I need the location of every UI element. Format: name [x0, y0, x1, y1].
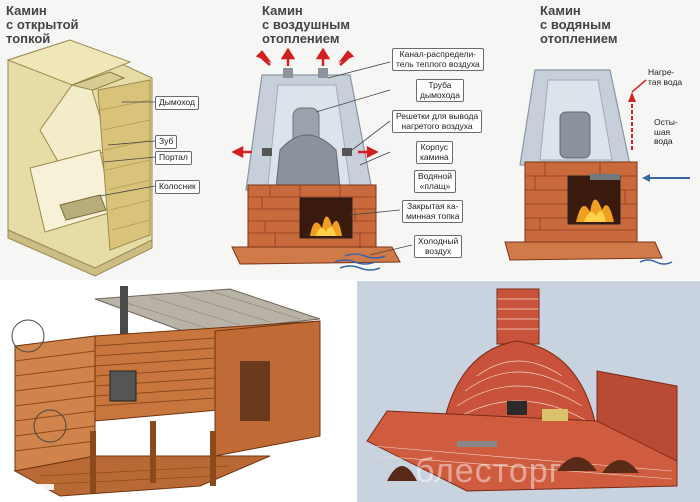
- label-zakrytaya-topka: Закрытая ка- минная топка: [402, 200, 464, 223]
- watermark-mark: [14, 484, 54, 490]
- label-kholodny-vozdukh: Холодный воздух: [414, 235, 463, 258]
- title-open-fireplace: Камин с открытой топкой: [6, 3, 79, 46]
- label-ostyvshaya-voda: Осты- шая вода: [654, 117, 678, 146]
- fireplace-diagram-illustration: [6, 39, 690, 277]
- label-kolosnik: Колосник: [155, 180, 200, 194]
- label-kanal: Канал-распредели- тель теплого воздуха: [392, 48, 484, 71]
- air-fireplace-illustration: [231, 68, 401, 265]
- open-fireplace-illustration: [6, 39, 153, 277]
- label-zub: Зуб: [155, 135, 178, 149]
- label-truba: Труба дымохода: [416, 79, 464, 102]
- brick-stove-render: блесторг: [357, 281, 700, 502]
- label-plashch: Водяной «плащ»: [414, 170, 456, 193]
- water-fireplace-illustration: [504, 69, 663, 261]
- label-dymokhod: Дымоход: [155, 96, 199, 110]
- title-air-fireplace: Камин с воздушным отоплением: [262, 3, 350, 46]
- label-reshetki: Решетки для вывода нагретого воздуха: [392, 110, 483, 133]
- label-nagretaya-voda: Нагре- тая вода: [648, 67, 683, 87]
- brick-stove-3d-illustration: [366, 288, 678, 492]
- log-sauna-illustration: [0, 281, 356, 502]
- label-portal: Портал: [155, 151, 192, 165]
- log-cabin-drawing: [11, 286, 321, 497]
- watermark-text: блесторг: [415, 452, 563, 490]
- title-water-fireplace: Камин с водяным отоплением: [540, 3, 618, 46]
- label-korpus: Корпус камина: [416, 141, 453, 164]
- fireplace-types-diagram: Камин с открытой топкой Камин с воздушны…: [0, 0, 700, 280]
